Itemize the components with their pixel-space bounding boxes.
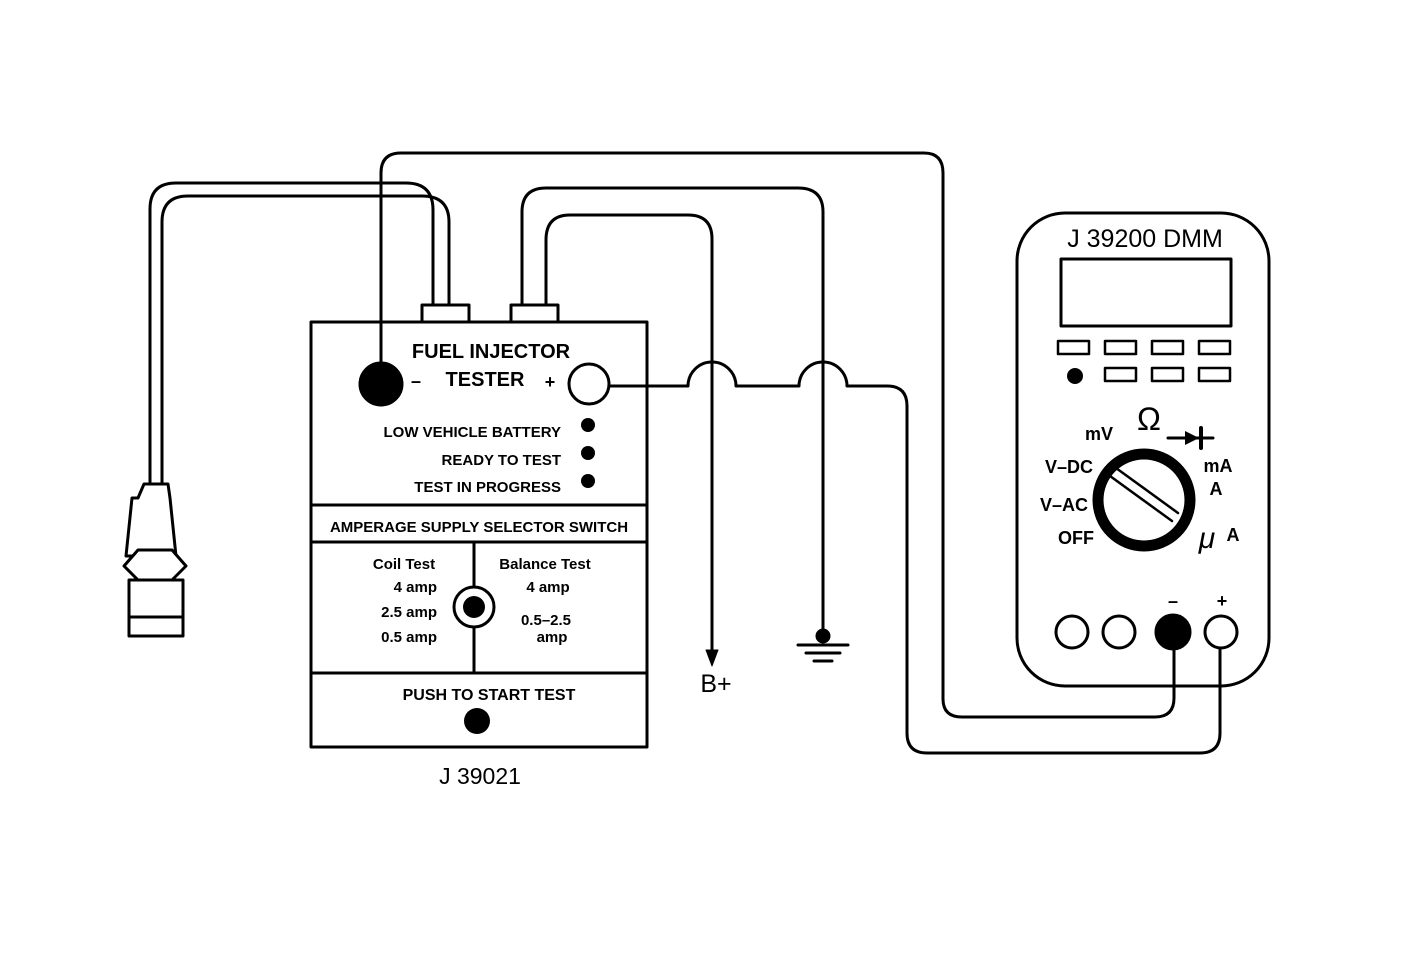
dmm-button[interactable] (1197, 339, 1232, 356)
dmm-button[interactable] (1056, 339, 1091, 356)
coil-test-title: Coil Test (373, 556, 435, 573)
led-ready (581, 446, 595, 460)
battery-arrow (705, 649, 719, 667)
dial-label-microamp: A (1227, 525, 1240, 545)
dial-label-micro: μ (1198, 522, 1215, 555)
dmm-button[interactable] (1150, 339, 1185, 356)
dmm-jack-positive[interactable] (1203, 614, 1239, 650)
balance-test-title: Balance Test (499, 556, 590, 573)
tester-title-line1: FUEL INJECTOR (412, 341, 571, 363)
dmm-title: J 39200 DMM (1067, 225, 1223, 253)
coil-option-0-5: 0.5 amp (381, 629, 437, 646)
coil-option-2-5: 2.5 amp (381, 604, 437, 621)
positive-lead (608, 360, 1222, 755)
dial-label-ma: mA (1203, 456, 1232, 476)
led-in-progress (581, 474, 595, 488)
dmm-power-dot (1067, 368, 1083, 384)
tester-part-number: J 39021 (439, 763, 521, 789)
dmm-buttons (1056, 339, 1232, 383)
dmm-display (1059, 257, 1233, 328)
tester-connector-left (420, 303, 471, 324)
dmm-button[interactable] (1103, 366, 1138, 383)
dmm-jack-2[interactable] (1101, 614, 1137, 650)
tester-pos-symbol: + (545, 372, 556, 392)
selector-header: AMPERAGE SUPPLY SELECTOR SWITCH (330, 519, 628, 536)
selector-knob[interactable] (463, 596, 485, 618)
battery-label: B+ (700, 670, 731, 698)
coil-option-4: 4 amp (394, 579, 437, 596)
dmm-button[interactable] (1197, 366, 1232, 383)
dmm-button[interactable] (1150, 366, 1185, 383)
dial-label-vac: V–AC (1040, 495, 1088, 515)
balance-option-range: 0.5–2.5 (521, 612, 571, 629)
push-to-start-label: PUSH TO START TEST (403, 687, 576, 704)
tester-connector-right (509, 303, 560, 324)
led-low-battery (581, 418, 595, 432)
tester-title-line2: TESTER (446, 369, 525, 391)
balance-option-4: 4 amp (526, 579, 569, 596)
tester-positive-terminal[interactable] (567, 362, 611, 406)
injector-harness (148, 181, 451, 486)
dmm-jack-negative[interactable] (1154, 613, 1192, 651)
supply-harness (520, 186, 825, 654)
dmm-button[interactable] (1103, 339, 1138, 356)
ground-symbol (796, 643, 850, 663)
injector-connector (122, 482, 188, 638)
diode-icon (1166, 426, 1215, 450)
indicator-label-in-progress: TEST IN PROGRESS (414, 479, 561, 496)
dmm-jack-1[interactable] (1054, 614, 1090, 650)
dial-label-ohm: Ω (1137, 401, 1161, 437)
push-to-start-button[interactable] (464, 708, 490, 734)
ground-junction (815, 628, 831, 644)
dmm-jack-pos-label: + (1217, 591, 1228, 611)
dmm-body (1015, 211, 1271, 688)
dial-label-a: A (1210, 479, 1223, 499)
tester-negative-terminal[interactable] (358, 361, 404, 407)
dmm-jack-neg-label: – (1168, 591, 1178, 611)
tester-neg-symbol: – (411, 371, 421, 391)
tester-body (309, 320, 649, 749)
dial-label-off: OFF (1058, 528, 1094, 548)
dial-label-mv: mV (1085, 424, 1113, 444)
indicator-label-ready: READY TO TEST (442, 452, 561, 469)
balance-option-unit: amp (537, 629, 568, 646)
indicator-label-low-battery: LOW VEHICLE BATTERY (384, 424, 562, 441)
dial-label-vdc: V–DC (1045, 457, 1093, 477)
negative-lead (379, 151, 1176, 719)
